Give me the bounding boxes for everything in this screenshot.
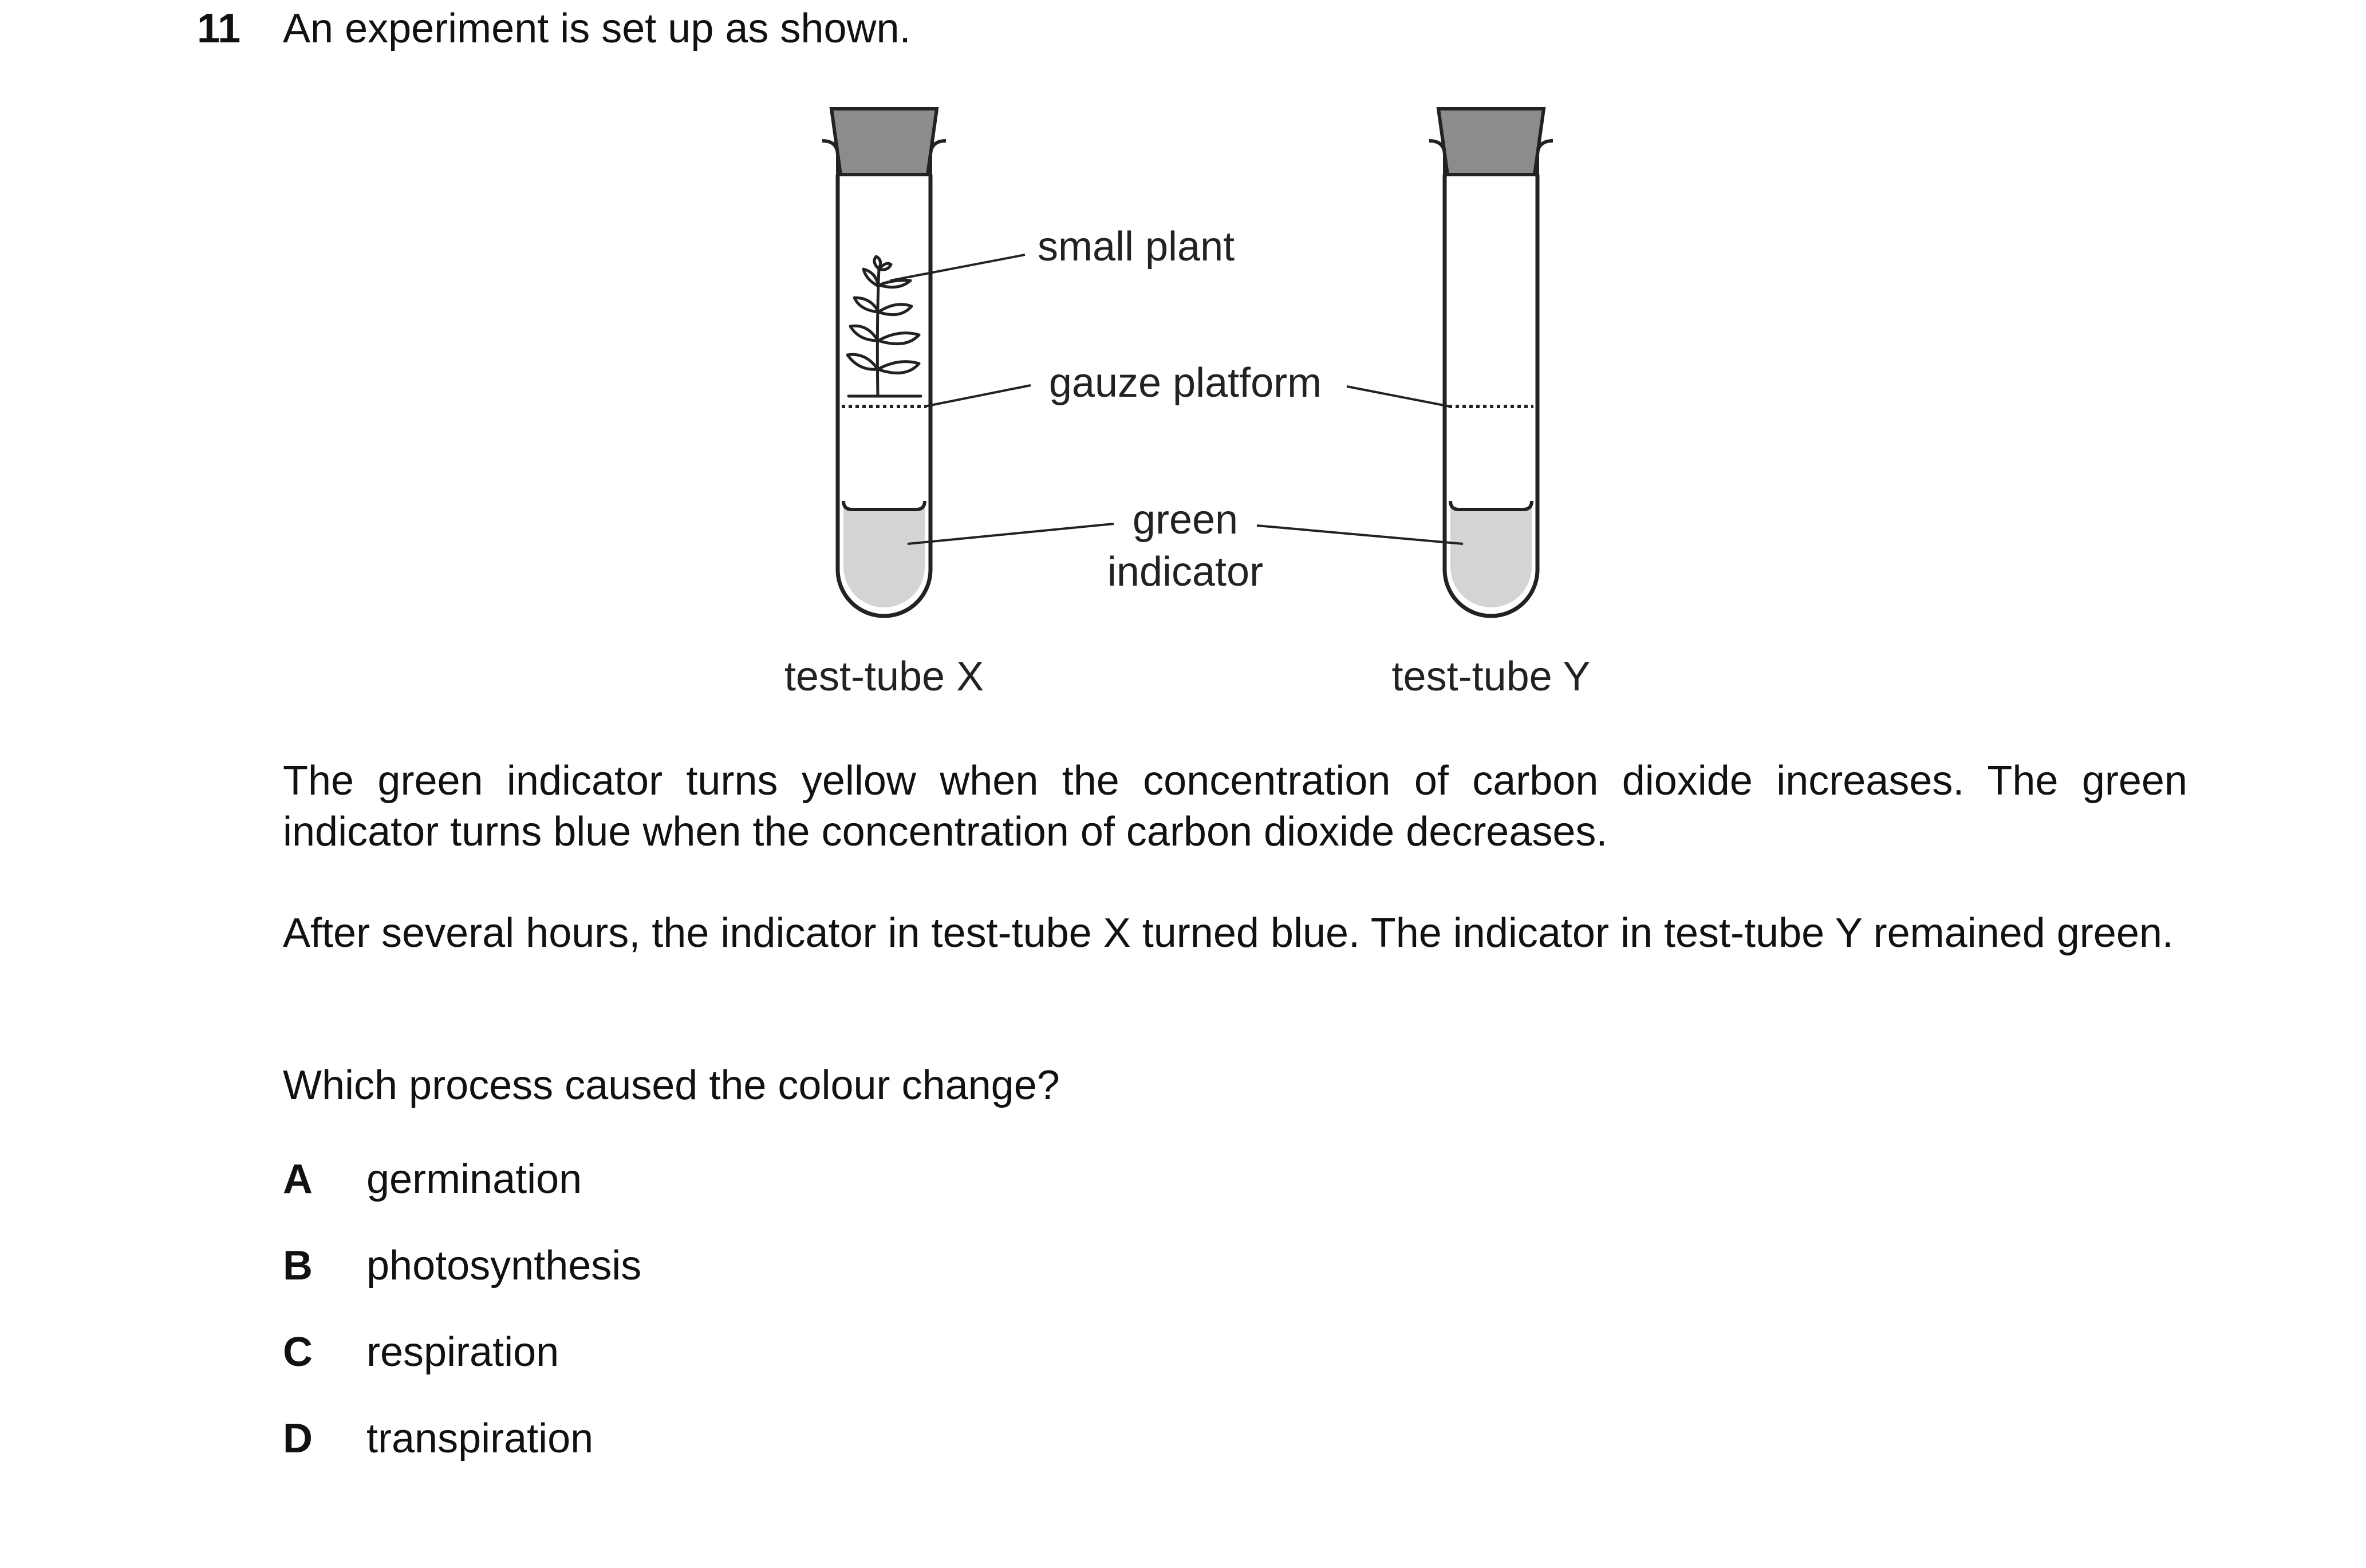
test-tube-x-meniscus [842, 500, 926, 511]
option-b-text[interactable]: photosynthesis [366, 1243, 642, 1289]
paragraph-observation: After several hours, the indicator in te… [283, 910, 2174, 956]
leader-small-plant [890, 254, 1026, 282]
option-c-letter[interactable]: C [283, 1329, 313, 1375]
paragraph-indicator-info: The green indicator turns yellow when th… [283, 758, 2187, 855]
option-a-letter[interactable]: A [283, 1156, 313, 1202]
label-test-tube-x: test-tube X [784, 654, 984, 700]
test-tube-x-glass [835, 175, 933, 618]
label-green-indicator-line2: indicator [1107, 549, 1263, 595]
test-tube-x [822, 107, 947, 618]
test-tube-x-liquid [843, 501, 925, 607]
question-stem: An experiment is set up as shown. [283, 6, 911, 52]
label-test-tube-y: test-tube Y [1392, 654, 1591, 700]
label-gauze-platform: gauze platform [1049, 360, 1322, 406]
leader-gauze-y [1346, 385, 1450, 408]
test-tube-y [1429, 107, 1553, 618]
label-green-indicator-line1: green [1133, 497, 1238, 543]
option-d-letter[interactable]: D [283, 1416, 313, 1462]
leader-indicator-x [907, 523, 1114, 545]
option-d-text[interactable]: transpiration [366, 1416, 594, 1462]
test-tube-y-glass [1442, 175, 1540, 618]
question-prompt: Which process caused the colour change? [283, 1063, 1060, 1108]
test-tube-y-liquid [1450, 501, 1532, 607]
option-a-text[interactable]: germination [366, 1156, 582, 1202]
question-number: 11 [197, 6, 241, 52]
leader-indicator-y [1256, 524, 1464, 545]
test-tube-x-stopper [829, 107, 939, 176]
label-small-plant: small plant [1038, 224, 1235, 270]
leader-gauze-x [924, 384, 1031, 408]
option-c-text[interactable]: respiration [366, 1329, 559, 1375]
test-tube-y-stopper [1436, 107, 1546, 176]
option-b-letter[interactable]: B [283, 1243, 313, 1289]
small-plant-icon [846, 255, 922, 398]
test-tube-y-meniscus [1449, 500, 1533, 511]
experiment-diagram: small plant gauze platform green indicat… [784, 107, 1591, 700]
